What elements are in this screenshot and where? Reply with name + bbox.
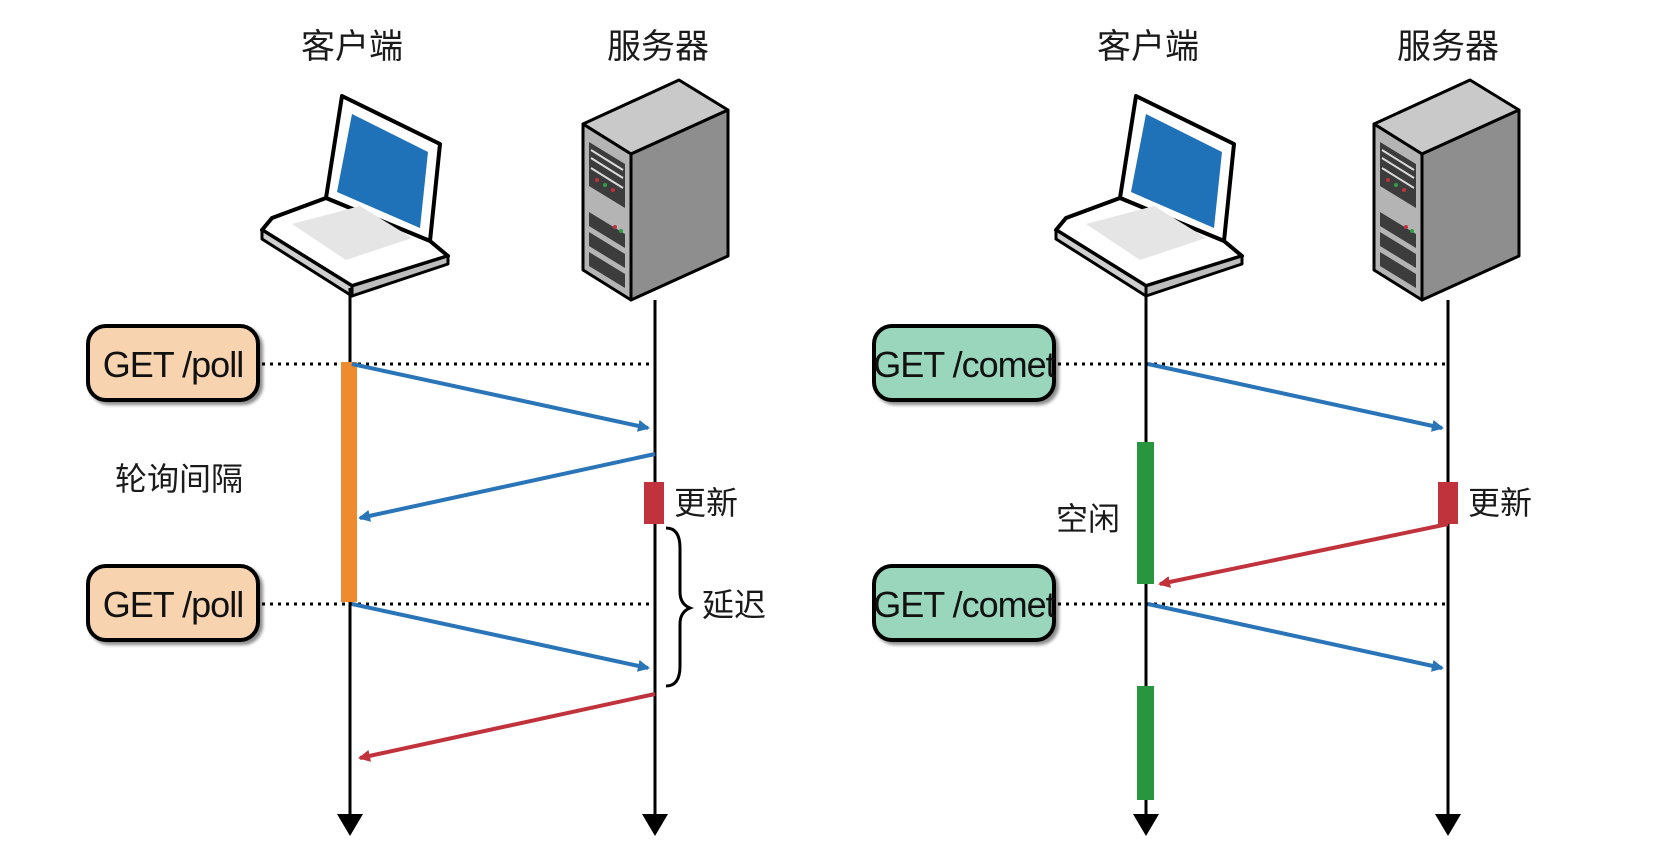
poll-request-1-label: GET /poll bbox=[103, 344, 243, 385]
server-tower-icon bbox=[581, 78, 730, 302]
server-label: 服务器 bbox=[607, 27, 709, 67]
comet-request-1-label: GET /comet bbox=[873, 344, 1055, 385]
client-label: 客户端 bbox=[301, 27, 403, 67]
request-arrow-1 bbox=[351, 362, 650, 432]
idle-bar-2 bbox=[1137, 686, 1154, 800]
update-label: 更新 bbox=[1468, 484, 1532, 522]
laptop-icon bbox=[260, 94, 450, 298]
poll-interval-bar bbox=[341, 362, 357, 602]
server-tower-icon bbox=[1372, 78, 1521, 302]
update-label: 更新 bbox=[674, 484, 738, 522]
request-arrow-2 bbox=[1147, 602, 1444, 672]
idle-label: 空闲 bbox=[1056, 500, 1120, 538]
comet-request-1: GET /comet bbox=[872, 324, 1057, 402]
request-arrow-2 bbox=[351, 602, 650, 672]
laptop-icon bbox=[1054, 94, 1244, 298]
delay-label: 延迟 bbox=[702, 586, 766, 624]
response-arrow-2 bbox=[358, 692, 656, 762]
request-arrow-1 bbox=[1147, 362, 1444, 432]
update-block bbox=[1438, 482, 1458, 524]
server-timeline-arrowhead bbox=[1435, 814, 1461, 836]
poll-request-1: GET /poll bbox=[86, 324, 260, 402]
client-timeline-arrowhead bbox=[337, 814, 363, 836]
poll-request-2-label: GET /poll bbox=[103, 584, 243, 625]
left-panel-polling: 客户端 服务器 bbox=[86, 27, 766, 836]
comet-request-2-label: GET /comet bbox=[873, 584, 1055, 625]
idle-bar-1 bbox=[1137, 442, 1154, 584]
comet-request-2: GET /comet bbox=[872, 564, 1057, 642]
client-label: 客户端 bbox=[1097, 27, 1199, 67]
client-timeline-arrowhead bbox=[1133, 814, 1159, 836]
poll-request-2: GET /poll bbox=[86, 564, 260, 642]
poll-interval-label: 轮询间隔 bbox=[115, 460, 243, 498]
update-block bbox=[644, 482, 664, 524]
server-label: 服务器 bbox=[1397, 27, 1499, 67]
response-arrow-1 bbox=[358, 452, 656, 522]
delay-brace bbox=[665, 526, 695, 688]
server-timeline-arrowhead bbox=[642, 814, 668, 836]
response-arrow-1 bbox=[1158, 522, 1449, 588]
right-panel-comet: 客户端 服务器 bbox=[872, 27, 1532, 836]
